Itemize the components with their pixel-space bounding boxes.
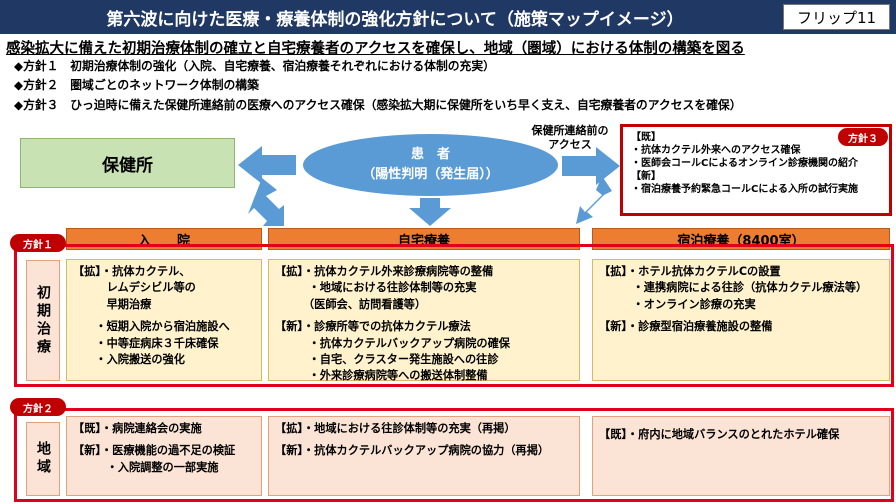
row-label-region: 地域	[26, 422, 60, 496]
cell-line: ・中等症病床３千床確保	[73, 336, 219, 350]
cell-line: 【拡】・抗体カクテル外来診療病院等の整備	[275, 265, 494, 278]
headline: 感染拡大に備えた初期治療体制の確立と自宅療養者のアクセスを確保し、地域（圏域）に…	[6, 41, 745, 57]
cell-line: 【拡】・地域における往診体制等の充実（再掲）	[275, 422, 516, 435]
title-bar	[0, 0, 896, 34]
policy-2: ◆方針２ 圏域ごとのネットワーク体制の構築	[14, 78, 259, 92]
arrow-to-access	[562, 147, 620, 185]
cell-region-hospital: 【既】・病院連絡会の実施 【新】・医療機能の過不足の検証 ・入院調整の一部実施	[66, 416, 262, 496]
policy3-line: 【新】	[631, 171, 661, 182]
policy3-line: ・医師会コールCによるオンライン診療機関の紹介	[631, 158, 859, 169]
policy3-badge: 方針３	[838, 128, 888, 146]
cell-line: ・短期入院から宿泊施設へ	[73, 320, 230, 334]
cell-line: ・地域における往診体制等の充実	[275, 281, 477, 295]
cell-line: 【拡】・ホテル抗体カクテルCの設置	[599, 265, 781, 278]
row-region-frame	[14, 408, 894, 502]
policy-1: ◆方針１ 初期治療体制の強化（入院、自宅療養、宿泊療養それぞれにおける体制の充実…	[14, 59, 495, 73]
cell-line: ・自宅、クラスター発生施設への往診	[275, 353, 499, 367]
policy2-badge: 方針２	[10, 398, 66, 416]
cell-line: ・抗体カクテルバックアップ病院の確保	[275, 336, 510, 350]
cell-initial-hotel: 【拡】・ホテル抗体カクテルCの設置 ・連携病院による往診（抗体カクテル療法等） …	[592, 259, 890, 381]
cell-line: 【新】・医療機能の過不足の検証	[73, 444, 236, 458]
cell-line: ・オンライン診療の充実	[599, 297, 756, 311]
cell-line: 【既】・府内に地域バランスのとれたホテル確保	[599, 428, 840, 441]
cell-line: 【新】・抗体カクテルバックアップ病院の協力（再掲）	[275, 444, 550, 458]
arrow-to-home	[409, 198, 451, 226]
cell-line: レムデシビル等の	[73, 281, 196, 295]
cell-line: 【既】・病院連絡会の実施	[73, 422, 202, 435]
arrow-to-hospital	[248, 178, 284, 226]
policy3-line: ・抗体カクテル外来へのアクセス確保	[631, 145, 801, 156]
patient-ellipse: 患 者 （陽性判明（発生届））	[303, 134, 558, 196]
patient-sublabel: （陽性判明（発生届））	[362, 167, 499, 182]
cell-line: 【拡】・抗体カクテル、	[73, 265, 191, 278]
cell-line: 【新】・診療所等での抗体カクテル療法	[275, 320, 471, 334]
access-label: 保健所連絡前の アクセス	[531, 124, 609, 151]
cell-line: ・入院搬送の強化	[73, 353, 185, 367]
cell-line: ・外来診療病院等への搬送体制整備	[275, 369, 488, 383]
row-label-initial: 初期治療	[26, 260, 60, 381]
cell-initial-hospital: 【拡】・抗体カクテル、 レムデシビル等の 早期治療 ・短期入院から宿泊施設へ ・…	[66, 259, 262, 381]
cell-region-home: 【拡】・地域における往診体制等の充実（再掲） 【新】・抗体カクテルバックアップ病…	[268, 416, 580, 496]
policy1-badge: 方針１	[10, 234, 66, 252]
patient-label: 患 者	[410, 147, 450, 162]
cell-line: （医師会、訪問看護等）	[275, 297, 427, 311]
arrow-to-hotel	[576, 176, 612, 224]
cell-initial-home: 【拡】・抗体カクテル外来診療病院等の整備 ・地域における往診体制等の充実 （医師…	[268, 259, 580, 383]
cell-line: 【新】・診療型宿泊療養施設の整備	[599, 320, 773, 334]
policy-3: ◆方針３ ひっ迫時に備えた保健所連絡前の医療へのアクセス確保（感染拡大期に保健所…	[14, 98, 742, 112]
cell-line: ・入院調整の一部実施	[73, 460, 219, 474]
cell-region-hotel: 【既】・府内に地域バランスのとれたホテル確保	[592, 416, 890, 496]
row-initial-frame	[14, 244, 894, 387]
policy3-line: ・宿泊療養予約緊急コールCによる入所の試行実施	[631, 184, 859, 195]
cell-line: ・連携病院による往診（抗体カクテル療法等）	[599, 281, 868, 295]
arrow-to-hokenjo	[238, 146, 296, 184]
hokenjo-box: 保健所	[20, 138, 235, 188]
cell-line: 早期治療	[73, 297, 152, 311]
flip-label: フリップ11	[783, 4, 890, 30]
page-title: 第六波に向けた医療・療養体制の強化方針について（施策マップイメージ）	[106, 9, 684, 30]
policy3-line: 【既】	[631, 132, 661, 143]
